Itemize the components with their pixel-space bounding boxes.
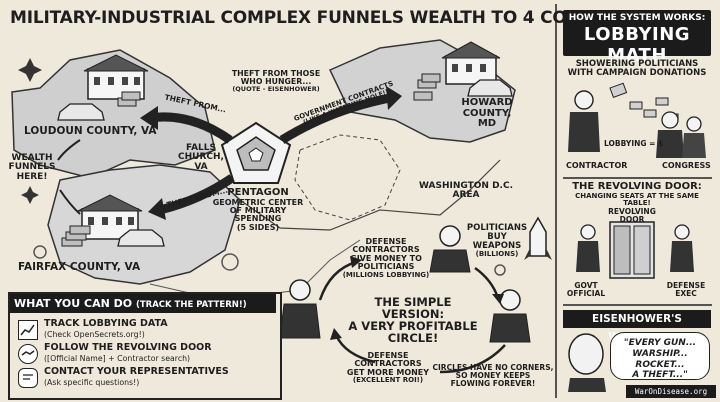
action-item-sub: ([Official Name] + Contractor search): [44, 354, 191, 363]
handshake-icon: [18, 344, 38, 364]
action-item-title: CONTACT YOUR REPRESENTATIVES: [44, 366, 229, 377]
speech-bubble-icon: [18, 368, 38, 388]
action-item-sub: (Check OpenSecrets.org!): [44, 330, 145, 339]
dc-area-label: WASHINGTON D.C.AREA: [419, 181, 513, 201]
arrow-theft-bottom: [158, 174, 235, 215]
lobbying-label: LOBBYING = $: [604, 139, 664, 148]
arrow-gov-contracts: [279, 93, 391, 144]
action-heading: WHAT YOU CAN DO (TRACK THE PATTERN!): [10, 294, 276, 313]
page-title: MILITARY-INDUSTRIAL COMPLEX FUNNELS WEAL…: [10, 8, 636, 28]
mansion-loudoun: [83, 54, 149, 100]
revolving-door-icon: [609, 221, 655, 279]
cycle-contractor-figure: [279, 279, 321, 339]
site-credit: WarOnDisease.org: [626, 385, 716, 398]
mansion-fairfax: [77, 194, 143, 240]
congress-figures: [656, 111, 706, 158]
cycle-politician-figure: [429, 225, 471, 273]
rocket-icon: [524, 216, 552, 260]
region-outline: [239, 159, 501, 231]
quote-bubble: "EVERY GUN...WARSHIP...ROCKET...A THEFT.…: [610, 332, 710, 380]
action-item-title: TRACK LOBBYING DATA: [44, 318, 168, 329]
pentagon-building: [220, 121, 292, 184]
contractor-figure: [568, 90, 600, 152]
contractor-label: CONTRACTOR: [566, 161, 628, 170]
loudoun-label: LOUDOUN COUNTY, VA: [24, 125, 157, 137]
mansion-howard: [441, 41, 501, 85]
loudoun-county-shape: [11, 49, 216, 179]
dc-area-outline: [294, 134, 401, 221]
chart-icon: [18, 320, 38, 340]
action-item-sub: (Ask specific questions!): [44, 378, 140, 387]
defense-exec-figure: [670, 224, 694, 272]
govt-official-figure: [576, 224, 600, 272]
sparkle-icon: [18, 58, 42, 82]
action-item-title: FOLLOW THE REVOLVING DOOR: [44, 342, 212, 353]
panel-header: HOW THE SYSTEM WORKS: LOBBYING MATH: [563, 10, 711, 66]
revolving-heading: THE REVOLVING DOOR:CHANGING SEATS AT THE…: [572, 181, 702, 207]
revolving-door-label: REVOLVING DOOR: [608, 207, 656, 224]
eisenhower-portrait: [568, 333, 606, 392]
congress-label: CONGRESS: [662, 161, 711, 170]
fairfax-label: FAIRFAX COUNTY, VA: [18, 261, 141, 273]
warning-heading: EISENHOWER'S WARNING: [563, 310, 711, 343]
